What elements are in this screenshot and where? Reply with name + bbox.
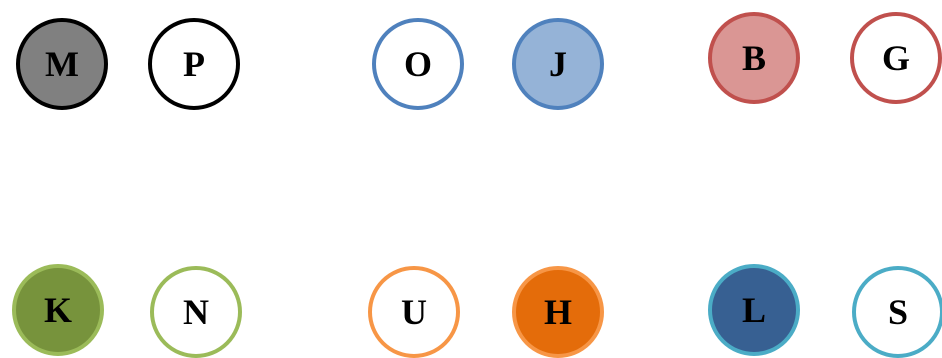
node-h: H xyxy=(512,266,604,358)
node-g: G xyxy=(850,12,942,104)
node-o: O xyxy=(372,18,464,110)
node-u: U xyxy=(368,266,460,358)
node-n: N xyxy=(150,266,242,358)
node-b: B xyxy=(708,12,800,104)
node-s: S xyxy=(852,266,942,358)
node-p: P xyxy=(148,18,240,110)
node-l: L xyxy=(708,264,800,356)
node-k: K xyxy=(12,264,104,356)
node-j: J xyxy=(512,18,604,110)
node-m: M xyxy=(16,18,108,110)
